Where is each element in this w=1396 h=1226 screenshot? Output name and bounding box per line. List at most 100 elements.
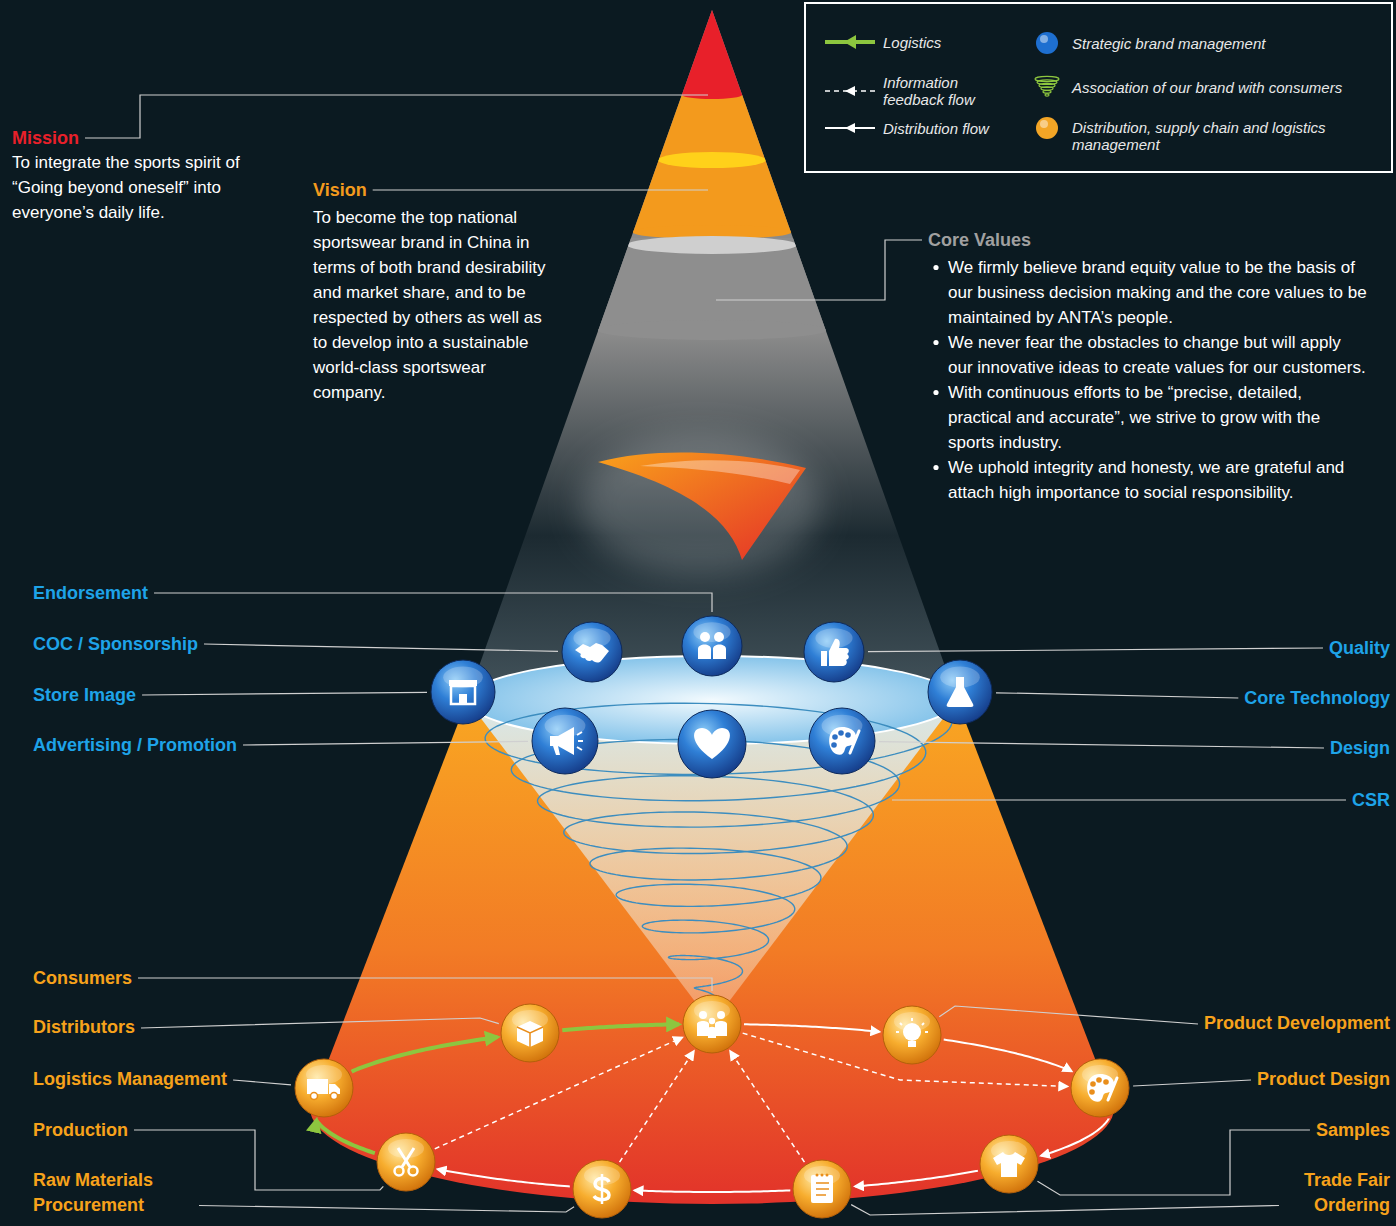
brand-logo — [598, 453, 806, 560]
icon-shape — [850, 731, 859, 753]
icon-shape — [821, 639, 849, 666]
node-circle — [927, 659, 993, 725]
arrow-sample — [845, 86, 855, 96]
icon — [517, 1021, 543, 1047]
bullet-dot — [933, 465, 938, 470]
node-circle — [681, 615, 743, 677]
icon-shape — [1103, 1079, 1109, 1085]
arrow-sample — [844, 35, 856, 49]
circle-body — [928, 660, 992, 724]
spiral-sample — [1045, 94, 1049, 96]
note-text: CSR — [1352, 788, 1390, 813]
band-rim — [658, 152, 766, 168]
node-label: Logistics Management — [33, 1067, 227, 1092]
circle-gloss — [443, 667, 483, 688]
icon — [821, 639, 849, 666]
node-label: Product Design — [1257, 1067, 1390, 1092]
icon — [550, 727, 583, 755]
circle-body — [793, 1160, 851, 1218]
icon-shape — [838, 730, 844, 736]
logo-glow — [580, 435, 820, 575]
icon-shape — [550, 727, 574, 755]
node-circle — [561, 621, 623, 683]
leader-line — [154, 593, 712, 612]
spiral-line — [485, 703, 952, 1004]
heart-circle — [678, 710, 746, 778]
icon-shape — [811, 1175, 833, 1203]
icon — [1087, 1074, 1117, 1102]
circle-gloss — [693, 622, 730, 642]
leader-line — [939, 1006, 1198, 1024]
legend-text: Distribution, supply chain and logistics… — [1072, 119, 1362, 153]
spiral-sample — [1041, 87, 1053, 90]
legend-sample — [825, 123, 875, 133]
legend-text: Strategic brand management — [1072, 35, 1265, 52]
legend-text: Association of our brand with consumers — [1072, 79, 1342, 96]
logo-highlight — [640, 460, 800, 484]
legend-text: Logistics — [883, 34, 941, 51]
icon-shape — [845, 732, 851, 738]
icon-shape — [821, 1173, 824, 1176]
leader-line — [373, 189, 708, 190]
node-label: Quality — [1329, 636, 1390, 661]
node-label: Core Technology — [1244, 686, 1390, 711]
icon-shape — [1108, 1078, 1117, 1100]
icon-shape — [451, 686, 475, 704]
icon-shape — [408, 1166, 417, 1175]
value-chain-node: Product Design — [1070, 1058, 1130, 1118]
core-values-band — [597, 320, 827, 340]
distribution-arrow — [744, 1024, 879, 1031]
value-chain-node: Consumers — [682, 994, 742, 1054]
icon-shape — [577, 732, 583, 750]
icon-shape — [398, 1148, 414, 1167]
node-label: Store Image — [33, 683, 136, 708]
circle-body — [980, 1135, 1038, 1193]
bullet-dot — [933, 390, 938, 395]
icon-shape — [816, 1183, 829, 1195]
distribution-arrow — [944, 1040, 1072, 1072]
heart-icon — [694, 728, 730, 759]
value-chain-node: Product Development — [882, 1005, 942, 1065]
legend-swatch — [1036, 117, 1058, 139]
leader-line — [868, 648, 1323, 652]
feedback-arrow — [620, 1051, 694, 1162]
node-label: Trade Fair Ordering — [1285, 1168, 1390, 1218]
spiral-sample — [1043, 90, 1051, 93]
legend-sample — [1036, 117, 1058, 139]
icon-shape — [1096, 1077, 1102, 1083]
logistics-arrow — [316, 1120, 374, 1153]
icon — [449, 680, 477, 704]
brand-element-node: Endorsement — [681, 615, 743, 677]
note-text: To become the top national sportswear br… — [313, 205, 558, 405]
icon — [575, 643, 609, 663]
icon — [829, 727, 859, 755]
circle-body — [883, 1006, 941, 1064]
icon-shape — [517, 1021, 543, 1047]
logistics-arrow — [562, 1024, 679, 1030]
node-label: Distributors — [33, 1015, 135, 1040]
bullet-text: We firmly believe brand equity value to … — [948, 255, 1368, 330]
brand-element-node: COC / Sponsorship — [561, 621, 623, 683]
icon-shape — [307, 1079, 328, 1094]
brand-element-node: Quality — [803, 621, 865, 683]
value-chain-node: Distributors — [500, 1003, 560, 1063]
leader-line — [243, 741, 528, 745]
bullet-text: We never fear the obstacles to change bu… — [948, 330, 1368, 380]
node-label: Samples — [1316, 1118, 1390, 1143]
leader-line — [851, 1205, 1279, 1215]
brand-element-node: Advertising / Promotion — [531, 707, 599, 775]
circle-gloss — [694, 1001, 730, 1020]
legend-text: Information feedback flow — [883, 74, 1001, 108]
leader-line — [892, 799, 1346, 800]
icon-shape — [517, 1027, 543, 1047]
leader-line — [199, 1205, 574, 1212]
arrow-sample — [845, 123, 855, 133]
icon-shape — [310, 1092, 317, 1099]
brand-element-node: Core Technology — [927, 659, 993, 725]
value-chain-node: Raw Materials Procurement — [572, 1159, 632, 1219]
node-circle — [572, 1159, 632, 1219]
node-circle — [531, 707, 599, 775]
node-circle — [882, 1005, 942, 1065]
circle-gloss — [388, 1139, 424, 1158]
icon-shape — [896, 1018, 928, 1032]
